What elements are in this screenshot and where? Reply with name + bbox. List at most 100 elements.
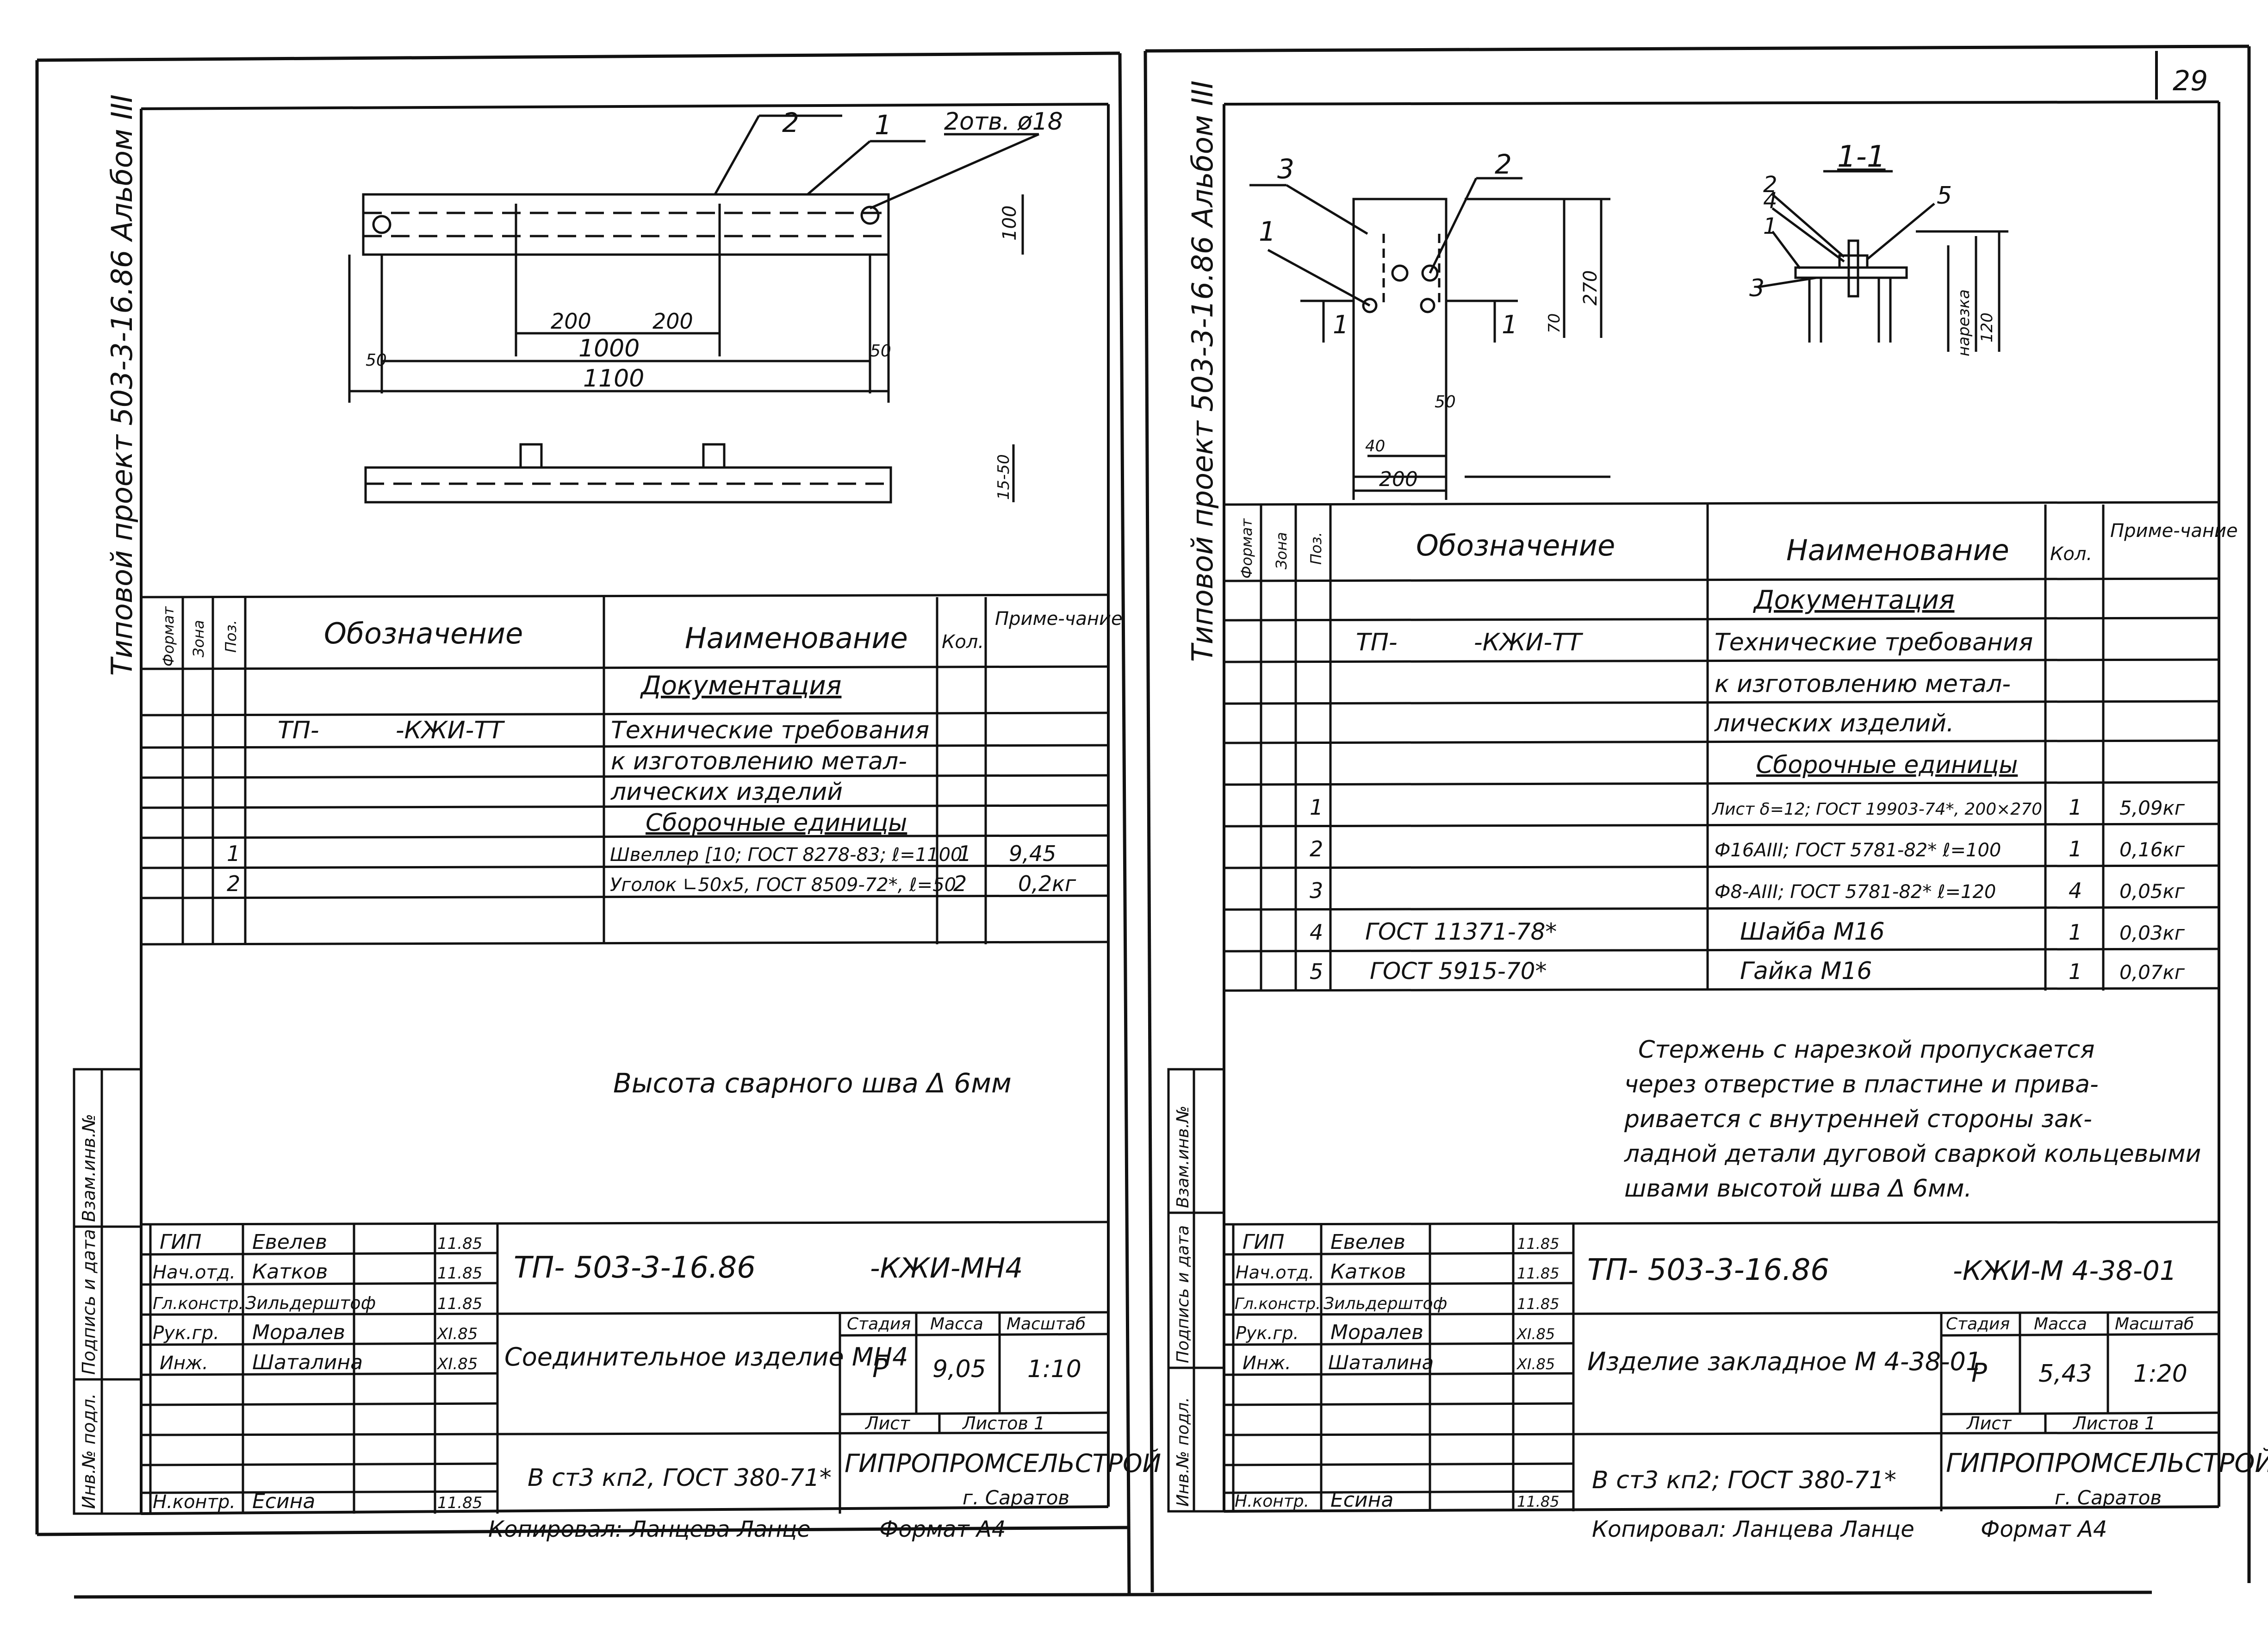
right-tb-name-2: Зильдерштоф [1324, 1294, 1447, 1313]
right-hdr-name: Наименование [1786, 533, 2009, 567]
right-title-block-grid [1224, 1221, 2219, 1511]
left-hdr-kol: Кол. [942, 631, 984, 653]
right-tb-code: ТП- 503-3-16.86 [1587, 1253, 1829, 1287]
left-dim-1100: 1100 [583, 365, 644, 393]
left-row-0-name: Документация [640, 671, 841, 701]
left-spec-headers: Формат Зона Поз. Обозначение Наименовани… [160, 606, 1123, 667]
right-callout-2: 2 [1495, 149, 1512, 180]
right-row-9-prim: 0,07кг [2119, 961, 2185, 984]
left-tb-material: В ст3 кп2, ГОСТ 380-71* [528, 1464, 832, 1492]
right-row-1-oboz: ТП- -КЖИ-ТТ [1356, 629, 1584, 656]
right-row-5-kol: 1 [2069, 795, 2082, 820]
right-tb-name-1: Катков [1330, 1260, 1406, 1284]
right-hdr-prim: Приме-чание [2110, 520, 2238, 542]
right-footer-copy: Копировал: Ланцева Ланце [1592, 1516, 1914, 1542]
table-row: к изготовлению метал- [611, 748, 907, 775]
right-tb-date-2: 11.85 [1517, 1295, 1560, 1313]
right-row-9-pos: 5 [1310, 959, 1323, 984]
right-side-stamp [1167, 1068, 1225, 1513]
right-hdr-zone: Зона [1273, 532, 1290, 569]
left-callout-1: 1 [875, 109, 892, 141]
left-stamp-podpis: Подпись и дата [79, 1229, 99, 1375]
right-tb-role-2: Гл.констр. [1235, 1295, 1321, 1313]
right-tb-material: В ст3 кп2; ГОСТ 380-71* [1592, 1466, 1896, 1494]
table-row: 4 ГОСТ 11371-78* Шайба М16 1 0,03кг [1310, 918, 2185, 946]
left-tb-mass: 9,05 [932, 1355, 986, 1383]
right-note-line-4: швами высотой шва Δ 6мм. [1624, 1175, 1972, 1203]
right-tb-role-1: Нач.отд. [1236, 1262, 1314, 1283]
outer-frame [35, 44, 2251, 1599]
left-hdr-oboz: Обозначение [324, 617, 523, 650]
right-tb-date-1: 11.85 [1517, 1265, 1560, 1282]
right-dim-40-60: 40 [1365, 437, 1385, 455]
right-note-line-1: через отверстие в пластине и прива- [1624, 1071, 2099, 1098]
left-tb-date-4: XI.85 [436, 1355, 478, 1373]
left-stamp-vzam: Взам.инв.№ [79, 1114, 99, 1222]
right-weld-note: Стержень с нарезкой пропускается через о… [1624, 1036, 2201, 1203]
right-row-2-name: к изготовлению метал- [1715, 670, 2011, 698]
right-note-line-2: ривается с внутренней стороны зак- [1624, 1105, 2092, 1133]
left-weld-note: Высота сварного шва Δ 6мм [613, 1067, 1012, 1099]
left-hdr-zone: Зона [190, 620, 207, 657]
page-number: 29 [2173, 65, 2208, 97]
right-section-1-left: 1 [1333, 310, 1348, 339]
right-note-line-3: ладной детали дуговой сваркой кольцевыми [1624, 1140, 2201, 1168]
left-row-4-name: Сборочные единицы [646, 809, 907, 837]
left-title-block-text: ГИП Нач.отд. Гл.констр. Рук.гр. Инж. Н.к… [153, 1230, 1161, 1513]
left-row-5-kol: 1 [958, 841, 971, 866]
right-row-9-name: Гайка М16 [1740, 957, 1872, 985]
right-row-7-pos: 3 [1310, 878, 1323, 903]
channel-plan-view [348, 114, 1040, 403]
left-tb-name-1: Катков [252, 1260, 328, 1284]
table-row: ТП- -КЖИ-ТТ Технические требования [1356, 629, 2033, 656]
right-row-6-kol: 1 [2069, 836, 2082, 861]
left-tb-org: ГИПРОПРОМСЕЛЬСТРОЙ [845, 1449, 1161, 1478]
right-row-9-oboz: ГОСТ 5915-70* [1370, 958, 1547, 985]
right-row-7-prim: 0,05кг [2119, 880, 2185, 903]
right-tb-scale: 1:20 [2133, 1360, 2187, 1388]
right-hdr-format: Формат [1238, 518, 1255, 579]
right-spec-headers: Формат Зона Поз. Обозначение Наименовани… [1238, 518, 2238, 579]
left-tb-date-1: 11.85 [437, 1264, 482, 1283]
table-row: 2 Ф16АIII; ГОСТ 5781-82* ℓ=100 1 0,16кг [1310, 836, 2185, 861]
left-title-block-grid [141, 1221, 1109, 1514]
right-tb-stage-h: Стадия [1946, 1315, 2010, 1334]
right-sec-callout-1: 1 [1763, 213, 1777, 239]
right-row-1-name: Технические требования [1715, 629, 2033, 656]
right-sec-callout-5: 5 [1937, 182, 1952, 210]
right-tb-role-0: ГИП [1243, 1230, 1285, 1254]
right-row-5-pos: 1 [1310, 795, 1323, 820]
right-tb-mass-h: Масса [2034, 1315, 2087, 1334]
table-row: к изготовлению метал- [1715, 670, 2011, 698]
left-tb-title: Соединительное изделие МН4 [504, 1342, 908, 1372]
left-sheet: Типовой проект 503-3-16.86 Альбом III [73, 94, 1161, 1542]
right-callout-1a: 1 [1259, 216, 1276, 247]
left-hdr-name: Наименование [685, 621, 908, 655]
left-tb-city: г. Саратов [963, 1486, 1069, 1509]
table-row: 1 Лист δ=12; ГОСТ 19903-74*, 200×270 1 5… [1310, 795, 2185, 820]
right-row-7-name: Ф8-АIII; ГОСТ 5781-82* ℓ=120 [1715, 881, 1996, 903]
left-dim-200b: 200 [652, 309, 693, 334]
right-spec-rows: Документация ТП- -КЖИ-ТТ Технические тре… [1310, 585, 2185, 985]
left-dim-15-50: 15-50 [994, 454, 1013, 500]
right-dim-70-65: 70 [1545, 313, 1564, 333]
left-callout-2: 2 [782, 107, 799, 138]
left-tb-role-3: Рук.гр. [153, 1322, 219, 1344]
right-row-8-oboz: ГОСТ 11371-78* [1365, 918, 1557, 945]
left-tb-role-2: Гл.констр. [153, 1294, 244, 1313]
left-footer-copy: Копировал: Ланцева Ланце [488, 1516, 811, 1542]
right-tb-role-3: Рук.гр. [1236, 1323, 1299, 1343]
table-row: Документация [1752, 585, 1954, 615]
table-row: Сборочные единицы [1756, 751, 2018, 779]
left-tb-role-0: ГИП [160, 1230, 202, 1254]
left-row-2-name: к изготовлению метал- [611, 748, 907, 775]
right-sec-callout-2: 2 [1763, 172, 1777, 198]
left-hdr-pos: Поз. [222, 620, 240, 653]
right-tb-stage: Р [1971, 1358, 1987, 1388]
right-stamp-podpis: Подпись и дата [1174, 1225, 1193, 1363]
right-hdr-kol: Кол. [2050, 543, 2092, 565]
table-row: Сборочные единицы [646, 809, 907, 837]
right-tb-sheet: Лист [1966, 1413, 2012, 1434]
right-tb-name-0: Евелев [1330, 1230, 1405, 1254]
left-hdr-format: Формат [160, 606, 177, 667]
